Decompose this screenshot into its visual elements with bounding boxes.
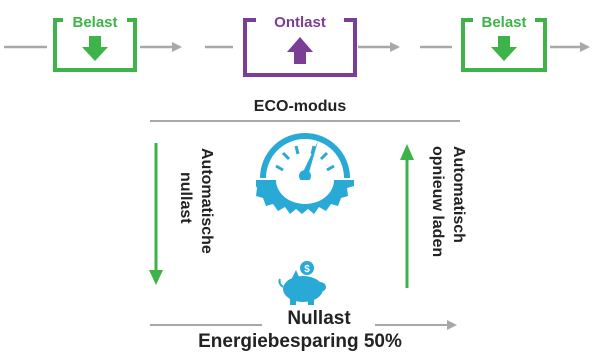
- left-label-line-2: nullast: [177, 172, 194, 224]
- up-arrow-icon: [287, 37, 313, 52]
- right-label-line-1: Automatisch: [450, 146, 467, 243]
- down-arrow-icon: [89, 36, 101, 49]
- bracket-frame: [53, 18, 137, 72]
- left-label-line-1: Automatische: [198, 148, 215, 254]
- right-up-arrow: [400, 144, 414, 288]
- bottom-title: Nullast: [287, 308, 351, 329]
- step-ontlast: Ontlast: [243, 14, 357, 77]
- left-down-arrow: [149, 143, 163, 285]
- step-label: Ontlast: [274, 14, 326, 31]
- piggy-bank-icon: $: [278, 261, 326, 305]
- svg-text:$: $: [304, 264, 310, 275]
- step-belast-1: Belast: [53, 14, 137, 72]
- down-arrow-icon-head: [491, 47, 517, 61]
- right-label: Automatisch opnieuw laden: [429, 146, 467, 257]
- right-label-line-2: opnieuw laden: [429, 146, 446, 257]
- bracket-frame: [243, 18, 357, 77]
- bracket-frame: [461, 18, 547, 72]
- left-label: Automatische nullast: [177, 148, 215, 258]
- step-label: Belast: [72, 14, 117, 31]
- step-belast-2: Belast: [461, 14, 547, 72]
- eco-title: ECO-modus: [254, 98, 347, 115]
- bottom-subtitle: Energiebesparing 50%: [198, 331, 402, 352]
- down-arrow-icon: [498, 36, 510, 49]
- up-arrow-icon-stem: [294, 51, 306, 64]
- down-arrow-icon-head: [82, 47, 108, 61]
- gauge-gear-icon: [256, 133, 354, 214]
- coin-icon: [300, 261, 314, 275]
- step-label: Belast: [481, 14, 526, 31]
